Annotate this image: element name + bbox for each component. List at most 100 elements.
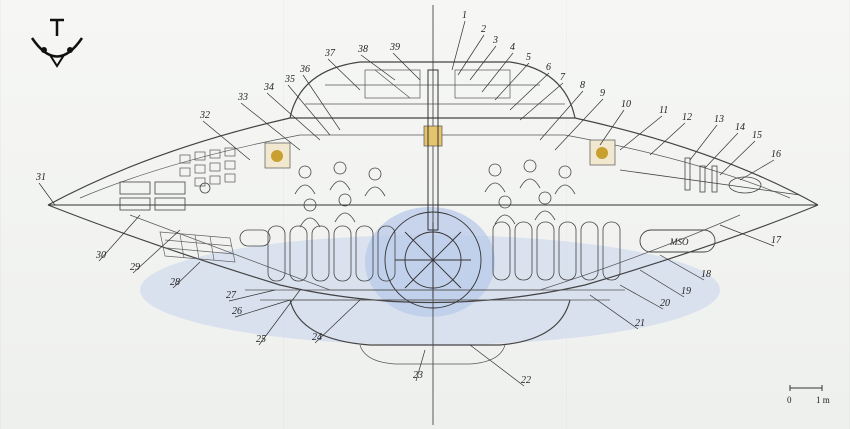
callout-29: 29 — [130, 262, 140, 273]
callout-15: 15 — [752, 130, 762, 141]
crew-figure — [329, 161, 351, 191]
cylinder — [514, 221, 533, 281]
callout-8: 8 — [580, 80, 585, 91]
callout-11: 11 — [659, 105, 668, 116]
cylinder — [355, 225, 374, 282]
callout-leader — [392, 52, 421, 81]
callout-leader — [415, 349, 426, 382]
cylinder — [580, 221, 599, 281]
callout-leader — [234, 299, 291, 318]
callout-2: 2 — [481, 24, 486, 35]
bottom-bowl — [289, 299, 571, 346]
callout-leader — [509, 72, 550, 111]
callout-leader — [719, 140, 756, 176]
callout-19: 19 — [681, 286, 691, 297]
callout-39: 39 — [389, 42, 400, 53]
callout-leader — [327, 58, 361, 91]
cylinder-bank-left — [239, 225, 396, 282]
callout-25: 25 — [256, 334, 266, 345]
callout-4: 4 — [510, 42, 515, 53]
crew-figure — [494, 195, 516, 225]
callout-1: 1 — [462, 10, 467, 21]
callout-leader — [554, 98, 604, 151]
reactor-core — [384, 211, 482, 309]
crew-figure — [364, 167, 386, 197]
left-console — [119, 181, 211, 211]
emblem-panel-left — [264, 142, 291, 169]
callout-leader — [469, 344, 525, 387]
cylinder-bank-right — [492, 221, 621, 281]
scale-bar: 0 1 m — [787, 385, 830, 405]
callout-3: 3 — [492, 35, 498, 46]
callout-leader — [451, 20, 466, 71]
callout-9: 9 — [600, 88, 605, 99]
callout-18: 18 — [701, 269, 711, 280]
crew-figure — [534, 191, 556, 221]
callout-leader — [689, 124, 718, 161]
callout-leader — [266, 92, 321, 141]
callout-leader — [457, 34, 485, 76]
callout-leader — [589, 294, 639, 330]
callout-38: 38 — [357, 44, 368, 55]
emblem-panel-centre — [423, 125, 443, 147]
callout-leader — [539, 90, 584, 141]
scale-start-label: 0 — [787, 395, 792, 405]
callout-leader — [98, 214, 141, 262]
callout-leader — [258, 289, 301, 346]
callout-14: 14 — [735, 122, 745, 133]
callout-13: 13 — [714, 114, 724, 125]
crew-figure — [334, 193, 356, 223]
callout-leader — [619, 115, 663, 151]
callout-27: 27 — [226, 290, 237, 301]
callout-35: 35 — [284, 74, 295, 85]
crew-figure — [554, 165, 576, 195]
callout-30: 30 — [95, 250, 106, 261]
porthole-grid — [179, 147, 236, 187]
callout-leader — [287, 84, 331, 136]
dome — [289, 61, 576, 119]
callout-leader — [202, 120, 251, 161]
crew-figure — [484, 163, 506, 193]
callout-leader — [240, 102, 301, 151]
callout-leader — [619, 284, 664, 310]
callout-7: 7 — [560, 72, 566, 83]
callout-28: 28 — [170, 277, 180, 288]
cylinder — [377, 225, 396, 282]
callout-17: 17 — [771, 235, 782, 246]
callout-leader — [519, 82, 564, 121]
cylinder — [492, 221, 511, 281]
callout-10: 10 — [621, 99, 631, 110]
callout-leader — [704, 132, 739, 169]
crew-figure — [519, 159, 541, 189]
cylinder — [602, 221, 621, 281]
emblem-logo — [30, 18, 84, 68]
callout-37: 37 — [324, 48, 336, 59]
callout-leader — [649, 122, 686, 156]
callout-leader — [659, 254, 705, 281]
scale-end-label: 1 m — [816, 395, 830, 405]
lower-ring-segments — [245, 289, 625, 301]
core-glow — [365, 207, 495, 317]
crew-figure — [299, 198, 321, 228]
upper-hull — [47, 117, 819, 206]
callout-leader — [739, 159, 775, 181]
callout-20: 20 — [660, 298, 670, 309]
vent-grille — [159, 231, 236, 263]
callout-leader — [469, 45, 497, 81]
callout-32: 32 — [199, 110, 210, 121]
callout-leader — [38, 182, 56, 206]
callout-leader — [302, 74, 341, 131]
pipe — [239, 229, 271, 247]
callout-leader — [132, 229, 181, 274]
callout-36: 36 — [299, 64, 310, 75]
callout-24: 24 — [312, 332, 322, 343]
cylinder — [558, 221, 577, 281]
right-compartment — [619, 157, 801, 196]
crew-seats — [294, 159, 576, 228]
callout-leader — [719, 224, 775, 247]
cylinder — [536, 221, 555, 281]
callout-leader — [314, 299, 361, 344]
